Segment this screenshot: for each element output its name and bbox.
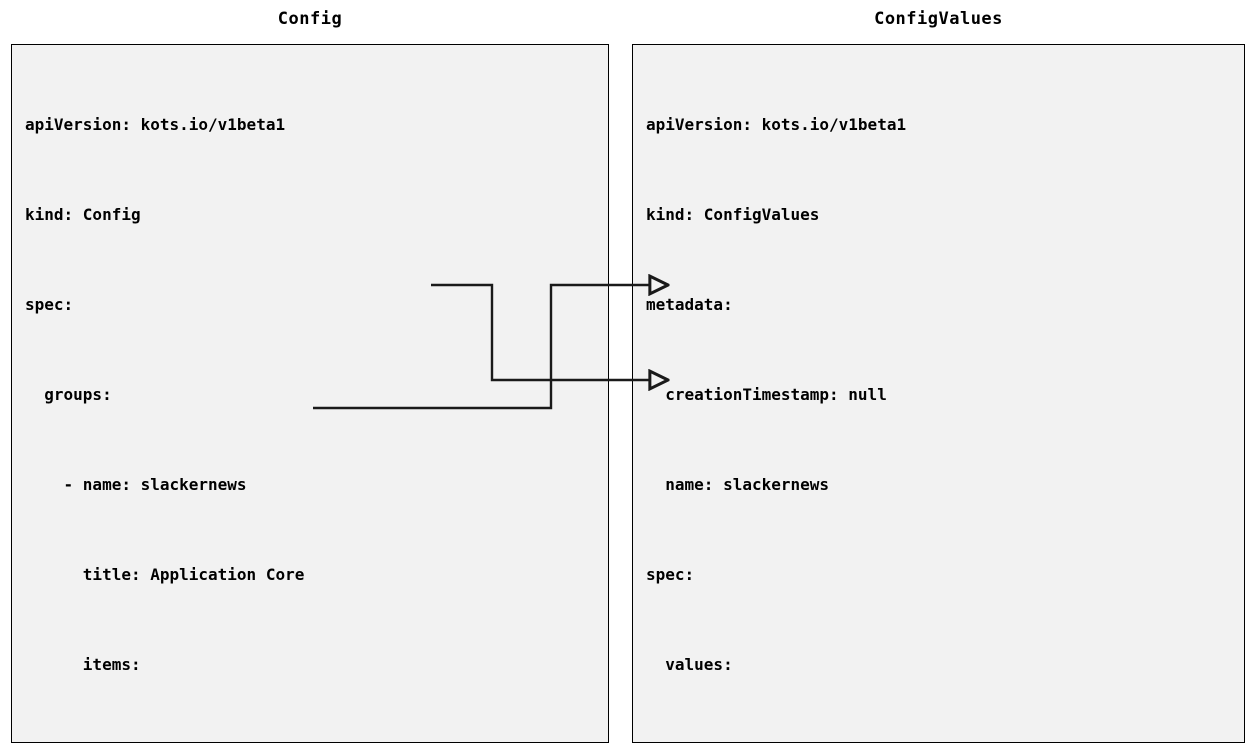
code-line: service_type: [646,740,1108,742]
panel-configvalues: apiVersion: kots.io/v1beta1 kind: Config… [632,44,1245,743]
code-line: title: Application Core [25,565,305,584]
panel-title-config: Config [277,9,343,29]
code-block-configvalues: apiVersion: kots.io/v1beta1 kind: Config… [646,50,1108,742]
code-line: groups: [25,385,112,404]
code-line: items: [25,655,141,674]
code-line: - name: slackernews [25,475,247,494]
code-line: - name: slackernews_domain [25,740,353,742]
code-line: kind: Config [25,205,141,224]
panel-title-configvalues: ConfigValues [874,9,1003,29]
code-line: name: slackernews [646,475,830,494]
panel-config: apiVersion: kots.io/v1beta1 kind: Config… [11,44,609,743]
code-line: values: [646,655,733,674]
code-line: kind: ConfigValues [646,205,820,224]
code-line: creationTimestamp: null [646,385,887,404]
code-line: spec: [646,565,695,584]
code-line: metadata: [646,295,733,314]
code-line: spec: [25,295,74,314]
code-block-config: apiVersion: kots.io/v1beta1 kind: Config… [25,50,353,742]
code-line: apiVersion: kots.io/v1beta1 [25,115,286,134]
code-line: apiVersion: kots.io/v1beta1 [646,115,907,134]
